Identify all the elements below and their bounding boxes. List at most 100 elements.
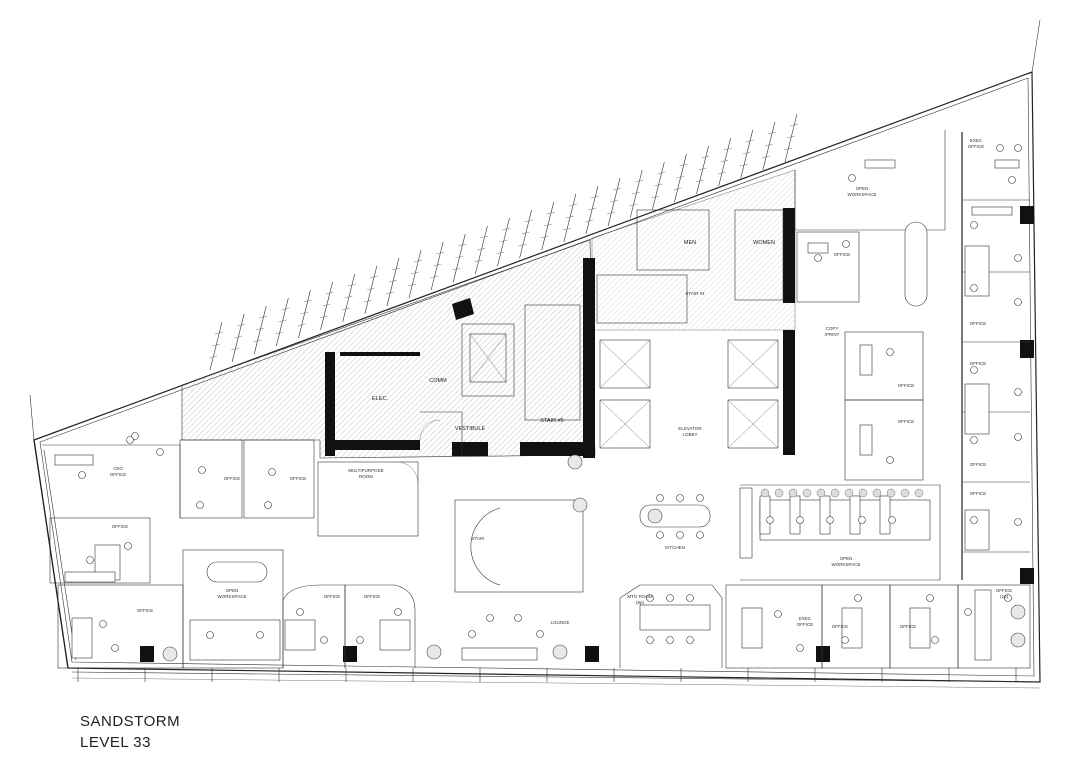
fin-tick bbox=[231, 347, 240, 351]
planter bbox=[567, 454, 583, 470]
facade-fin bbox=[541, 201, 555, 251]
fin-tick bbox=[767, 131, 776, 135]
chair bbox=[264, 501, 272, 509]
chair bbox=[198, 466, 206, 474]
project-name: SANDSTORM bbox=[80, 713, 181, 730]
fin-tick bbox=[607, 211, 616, 215]
stair-cores bbox=[454, 274, 688, 593]
women-label: WOMEN bbox=[753, 240, 775, 246]
chair bbox=[696, 531, 704, 539]
facade-fin bbox=[629, 169, 643, 219]
chair bbox=[848, 174, 856, 182]
chair bbox=[970, 516, 978, 524]
office-e6-label: OFFICE bbox=[970, 491, 987, 496]
desk bbox=[807, 242, 829, 254]
chair bbox=[320, 636, 328, 644]
level-label: LEVEL 33 bbox=[80, 734, 151, 751]
chair bbox=[774, 610, 782, 618]
facade-fin bbox=[497, 217, 510, 267]
planters bbox=[162, 454, 1026, 662]
fin-tick bbox=[786, 135, 796, 139]
chair bbox=[1014, 254, 1022, 262]
chair bbox=[394, 608, 402, 616]
planter bbox=[900, 488, 910, 498]
fin-tick bbox=[524, 219, 533, 223]
desk bbox=[859, 344, 873, 376]
fin-tick bbox=[344, 295, 353, 299]
fin-tick bbox=[651, 195, 660, 199]
desk bbox=[284, 619, 316, 651]
desk bbox=[859, 424, 873, 456]
chair bbox=[1014, 518, 1022, 526]
fin-tick bbox=[297, 323, 306, 327]
desk bbox=[974, 589, 992, 661]
office-e1-label: OFFICE bbox=[898, 383, 915, 388]
fin-tick bbox=[237, 323, 246, 327]
planter bbox=[1010, 604, 1026, 620]
chair bbox=[970, 366, 978, 374]
south-mullions bbox=[77, 668, 1017, 682]
chair bbox=[131, 432, 139, 440]
fin-tick bbox=[720, 159, 729, 163]
planter bbox=[858, 488, 868, 498]
facade-fin bbox=[519, 209, 532, 259]
fin-tick bbox=[657, 171, 666, 175]
office-w1-label: OFFICE bbox=[224, 476, 241, 481]
planter bbox=[1010, 632, 1026, 648]
facade-fin bbox=[430, 241, 444, 291]
desk bbox=[379, 619, 411, 651]
chair bbox=[536, 630, 544, 638]
desk bbox=[879, 495, 891, 535]
fin-tick bbox=[717, 171, 726, 175]
facade-fin bbox=[563, 193, 577, 243]
fin-tick bbox=[303, 299, 312, 303]
fin-tick bbox=[413, 259, 423, 263]
chair bbox=[964, 608, 972, 616]
facade-fin bbox=[740, 129, 754, 179]
fin-tick bbox=[789, 123, 799, 127]
desk bbox=[971, 206, 1013, 216]
chair bbox=[841, 636, 849, 644]
fin-tick bbox=[433, 263, 442, 267]
chair bbox=[886, 348, 894, 356]
chair bbox=[970, 221, 978, 229]
facade-fin bbox=[253, 305, 267, 355]
fin-tick bbox=[654, 183, 663, 187]
furniture bbox=[54, 144, 1022, 661]
fin-tick bbox=[565, 215, 574, 219]
fin-tick bbox=[455, 255, 464, 259]
fin-tick bbox=[436, 251, 445, 255]
hatched-core-zone bbox=[181, 169, 796, 459]
fin-tick bbox=[259, 315, 268, 319]
fin-tick bbox=[698, 167, 707, 171]
facade-fin bbox=[231, 313, 245, 363]
office-s2-label: OFFICE bbox=[364, 594, 381, 599]
chair bbox=[970, 284, 978, 292]
kitchen-label: KITCHEN bbox=[665, 545, 685, 550]
fin-tick bbox=[211, 343, 221, 347]
chair bbox=[970, 436, 978, 444]
chair bbox=[666, 636, 674, 644]
fin-tick bbox=[256, 327, 265, 331]
chair bbox=[256, 631, 264, 639]
office-ne-label: OFFICE bbox=[834, 252, 851, 257]
office-sw2-label: OFFICE bbox=[137, 608, 154, 613]
fin-tick bbox=[341, 307, 350, 311]
fin-tick bbox=[496, 251, 505, 255]
fin-tick bbox=[521, 231, 530, 235]
building-envelope bbox=[29, 19, 1041, 689]
chair bbox=[156, 448, 164, 456]
planter bbox=[426, 644, 442, 660]
chair bbox=[206, 631, 214, 639]
chair bbox=[676, 531, 684, 539]
chair bbox=[926, 594, 934, 602]
facade-fin bbox=[386, 257, 400, 307]
comm-label: COMM bbox=[429, 378, 447, 384]
fin-tick bbox=[632, 191, 641, 195]
chair bbox=[111, 644, 119, 652]
planter bbox=[886, 488, 896, 498]
desk bbox=[964, 509, 990, 551]
